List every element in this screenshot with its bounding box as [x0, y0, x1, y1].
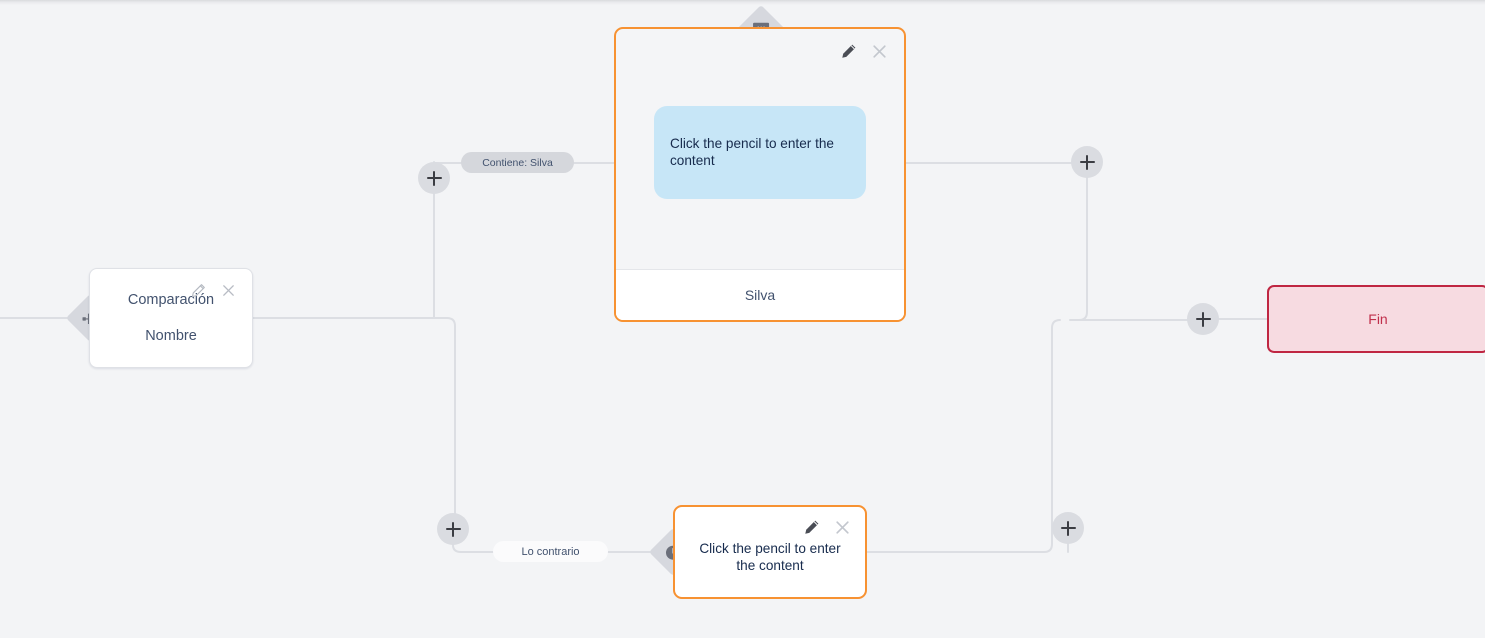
end-label: Fin	[1368, 311, 1388, 327]
add-step-branch-false-left[interactable]	[437, 513, 469, 545]
else-message-text[interactable]: Click the pencil to enter the content	[699, 541, 841, 573]
pencil-icon[interactable]	[804, 519, 820, 535]
edge-comparison-to-false	[252, 317, 456, 520]
add-step-branch-true-left[interactable]	[418, 162, 450, 194]
add-step-branch-false-right[interactable]	[1052, 512, 1084, 544]
edge-label-contains[interactable]: Contiene: Silva	[461, 152, 574, 173]
node-else-message[interactable]: Click the pencil to enter the content	[673, 505, 867, 599]
message-body: Click the pencil to enter the content	[616, 29, 904, 270]
node-end[interactable]: Fin	[1267, 285, 1485, 353]
close-icon[interactable]	[221, 283, 237, 299]
edge-plus3-down	[1078, 177, 1088, 321]
node-else-actions	[804, 519, 850, 535]
comparison-subtitle: Nombre	[145, 328, 197, 344]
close-icon[interactable]	[871, 43, 887, 59]
node-comparison-actions	[191, 283, 237, 299]
edge-plus2-to-label	[452, 544, 494, 553]
pencil-icon[interactable]	[841, 43, 857, 59]
edge-else-to-merge	[866, 319, 1061, 553]
pencil-icon[interactable]	[191, 283, 207, 299]
edge-label-otherwise[interactable]: Lo contrario	[493, 541, 608, 562]
add-step-branch-true-right[interactable]	[1071, 146, 1103, 178]
add-step-before-end[interactable]	[1187, 303, 1219, 335]
node-message[interactable]: Click the pencil to enter the content Si…	[614, 27, 906, 322]
message-bubble[interactable]: Click the pencil to enter the content	[654, 106, 866, 199]
message-footer: Silva	[616, 269, 904, 320]
node-comparison[interactable]: Comparación Nombre	[89, 268, 253, 368]
close-icon[interactable]	[834, 519, 850, 535]
node-message-actions	[841, 43, 887, 59]
